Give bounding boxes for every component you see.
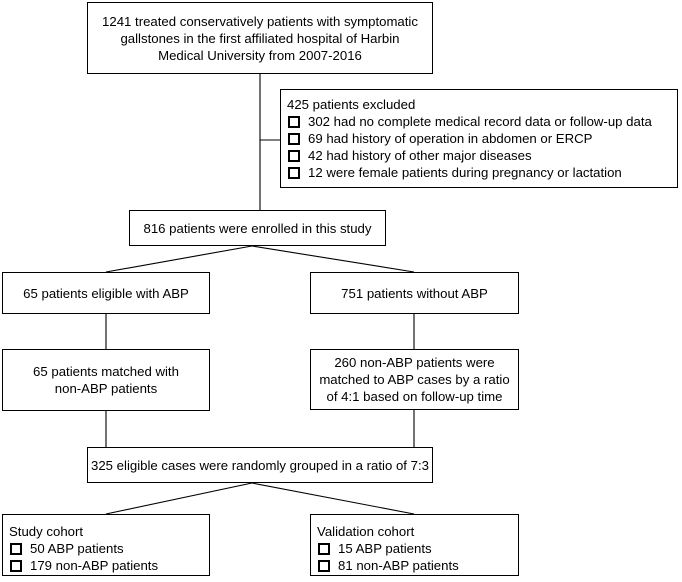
excluded-item: 302 had no complete medical record data … <box>287 113 671 130</box>
source-line-2: gallstones in the first affiliated hospi… <box>120 30 400 46</box>
validation-cohort-item-label: 81 non-ABP patients <box>338 558 459 573</box>
checkbox-icon <box>288 149 300 162</box>
line-enrolled-to-noabp <box>251 245 415 273</box>
line-enrolled-to-abp <box>105 245 253 273</box>
checkbox-icon <box>318 559 330 572</box>
excluded-item-label: 12 were female patients during pregnancy… <box>308 165 622 180</box>
study-cohort-box: Study cohort 50 ABP patients 179 non-ABP… <box>2 514 210 576</box>
nonabp-matched-line-3: of 4:1 based on follow-up time <box>326 389 503 404</box>
checkbox-icon <box>288 166 300 179</box>
excluded-item-label: 69 had history of operation in abdomen o… <box>308 131 593 146</box>
excluded-item: 69 had history of operation in abdomen o… <box>287 130 671 147</box>
excluded-title: 425 patients excluded <box>287 97 416 112</box>
checkbox-icon <box>10 559 22 572</box>
validation-cohort-item-label: 15 ABP patients <box>338 541 432 556</box>
grouped-label: 325 eligible cases were randomly grouped… <box>91 457 429 473</box>
no-abp-label: 751 patients without ABP <box>341 285 488 301</box>
excluded-box: 425 patients excluded 302 had no complet… <box>280 89 678 188</box>
study-cohort-item-label: 179 non-ABP patients <box>30 558 159 573</box>
study-cohort-title: Study cohort <box>9 524 84 539</box>
line-grouped-to-study <box>105 482 253 515</box>
checkbox-icon <box>10 542 22 555</box>
nonabp-matched-line-1: 260 non-ABP patients were <box>334 355 495 370</box>
excluded-item-label: 42 had history of other major diseases <box>308 148 532 163</box>
abp-matched-line-2: non-ABP patients <box>54 381 158 396</box>
validation-cohort-item: 81 non-ABP patients <box>317 557 512 574</box>
excluded-item: 12 were female patients during pregnancy… <box>287 164 671 181</box>
study-cohort-item: 179 non-ABP patients <box>9 557 203 574</box>
validation-cohort-item: 15 ABP patients <box>317 540 512 557</box>
abp-matched-box: 65 patients matched with non-ABP patient… <box>2 349 210 411</box>
abp-matched-line-1: 65 patients matched with <box>33 364 179 379</box>
enrolled-box: 816 patients were enrolled in this study <box>129 210 386 246</box>
validation-cohort-box: Validation cohort 15 ABP patients 81 non… <box>310 514 519 576</box>
grouped-box: 325 eligible cases were randomly grouped… <box>87 447 433 483</box>
source-line-1: 1241 treated conservatively patients wit… <box>102 13 418 29</box>
validation-cohort-title: Validation cohort <box>317 524 415 539</box>
abp-label: 65 patients eligible with ABP <box>23 285 189 301</box>
no-abp-box: 751 patients without ABP <box>310 272 519 314</box>
nonabp-matched-box: 260 non-ABP patients were matched to ABP… <box>310 349 519 410</box>
abp-box: 65 patients eligible with ABP <box>2 272 210 314</box>
nonabp-matched-line-2: matched to ABP cases by a ratio <box>319 372 510 387</box>
checkbox-icon <box>288 132 300 145</box>
checkbox-icon <box>318 542 330 555</box>
excluded-item: 42 had history of other major diseases <box>287 147 671 164</box>
study-cohort-item-label: 50 ABP patients <box>30 541 124 556</box>
source-population-box: 1241 treated conservatively patients wit… <box>87 2 433 74</box>
study-cohort-item: 50 ABP patients <box>9 540 203 557</box>
source-line-3: Medical University from 2007-2016 <box>158 47 362 63</box>
line-grouped-to-validation <box>251 482 415 515</box>
checkbox-icon <box>288 115 300 128</box>
excluded-item-label: 302 had no complete medical record data … <box>308 114 652 129</box>
enrolled-label: 816 patients were enrolled in this study <box>143 220 372 236</box>
